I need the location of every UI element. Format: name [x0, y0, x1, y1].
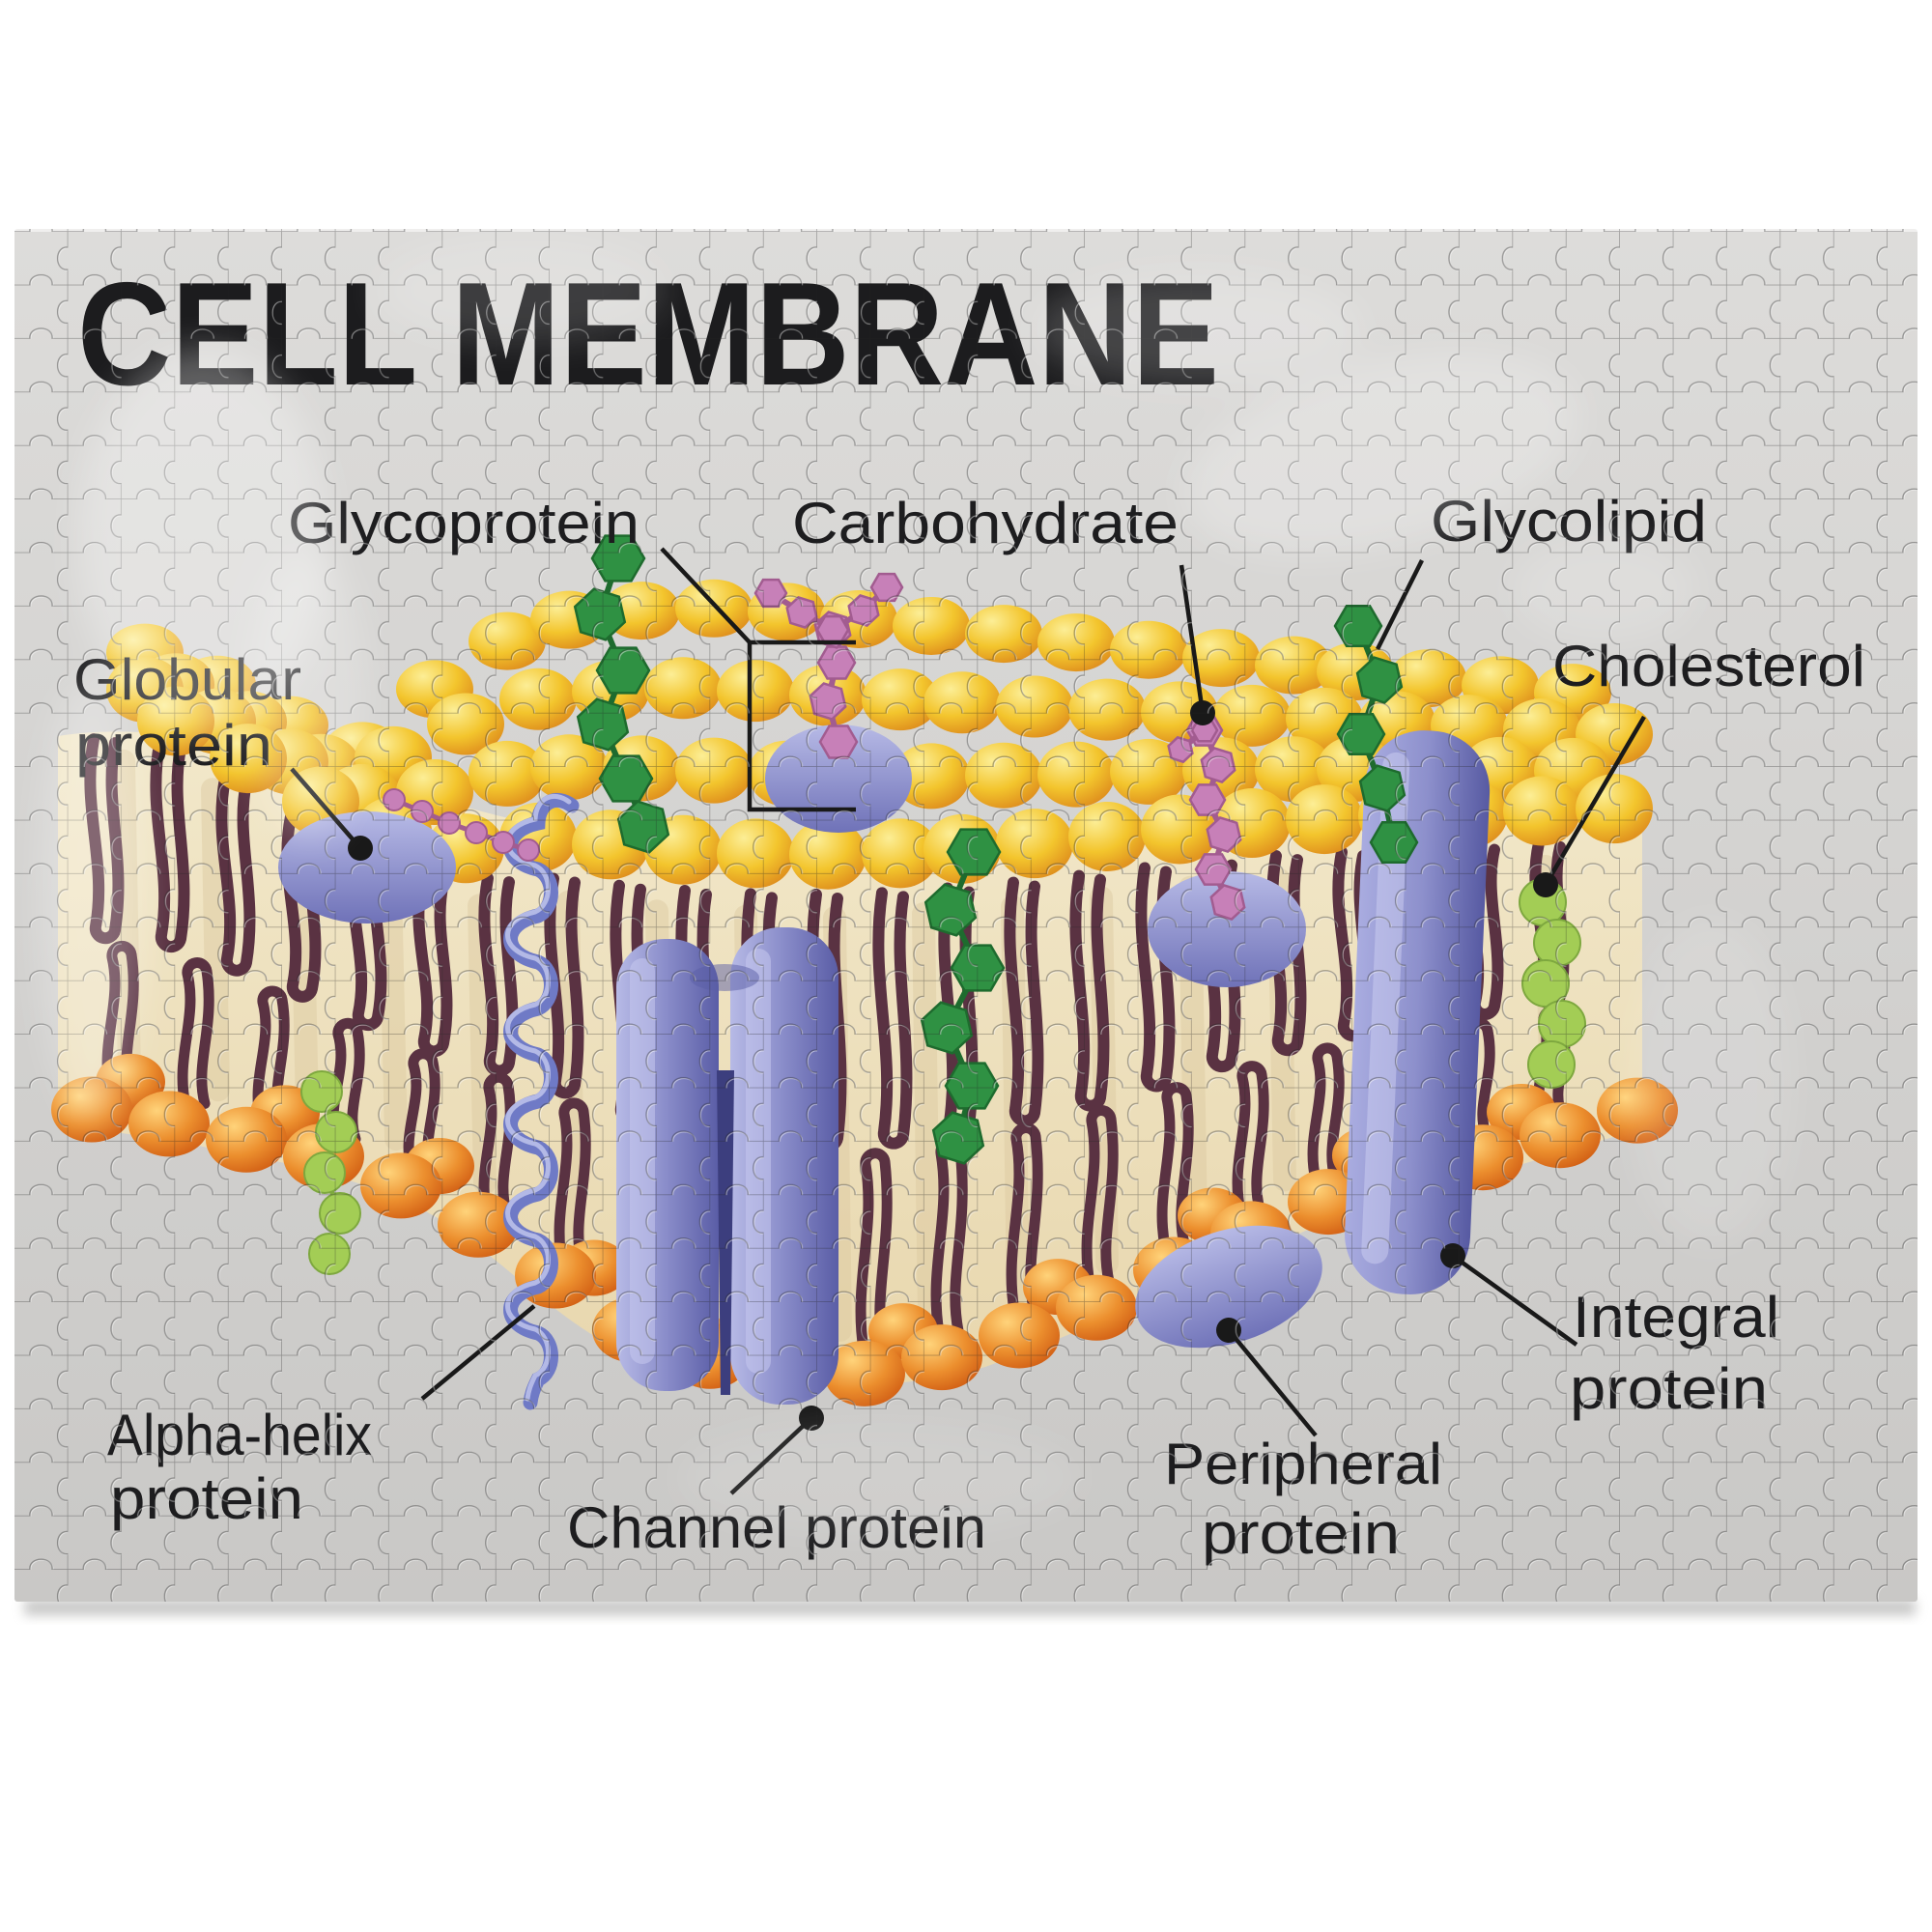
puzzle-shadow	[24, 1600, 1916, 1615]
gloss-highlights	[39, 237, 1792, 1536]
jigsaw-texture	[14, 229, 1918, 1602]
